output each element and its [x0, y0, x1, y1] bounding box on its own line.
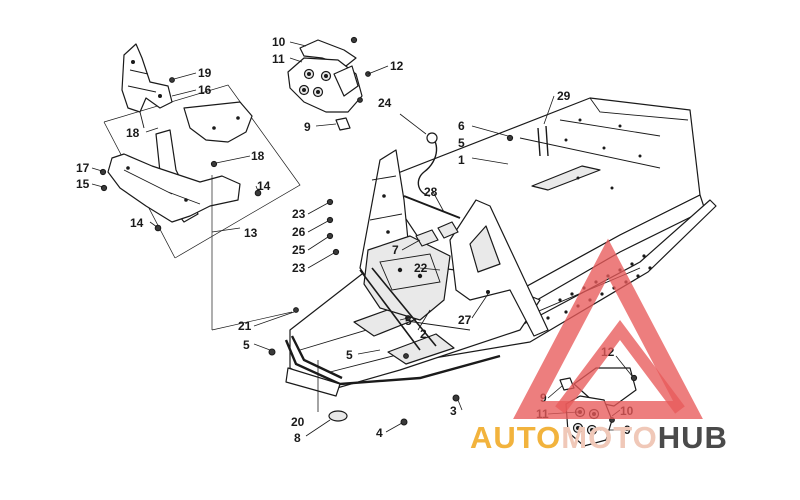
spindle-tower: [449, 199, 549, 337]
callout-14: 14: [257, 179, 271, 193]
lower-bracket-rail: [107, 153, 241, 223]
watermark-text-hub: HUB: [658, 420, 728, 455]
leader-lines: [91, 41, 633, 437]
callout-5: 5: [458, 136, 465, 150]
front-lower-plate: [285, 367, 341, 397]
callout-24: 24: [378, 96, 392, 110]
watermark-text: AUTOMOTOHUB: [470, 420, 728, 455]
callout-9: 9: [624, 423, 631, 437]
callout-13: 13: [244, 226, 258, 240]
callout-21: 21: [238, 319, 252, 333]
callout-5: 5: [243, 338, 250, 352]
callout-27: 27: [458, 313, 472, 327]
callout-8: 8: [294, 431, 301, 445]
callout-18: 18: [251, 149, 265, 163]
callout-16: 16: [198, 83, 212, 97]
callout-29: 29: [557, 89, 571, 103]
watermark-text-moto: MOTO: [561, 420, 657, 455]
callout-23: 23: [292, 261, 306, 275]
front-bracket-assembly: [99, 43, 301, 259]
callout-19: 19: [198, 66, 212, 80]
callout-7: 7: [392, 243, 399, 257]
callout-4: 4: [376, 426, 383, 440]
mid-bracket-plate: [183, 101, 253, 143]
callout-23: 23: [292, 207, 306, 221]
callout-5: 5: [405, 314, 412, 328]
callout-20: 20: [291, 415, 305, 429]
callout-3: 3: [450, 404, 457, 418]
mount-bracket-top: [299, 39, 357, 67]
callout-15: 15: [76, 177, 90, 191]
callout-18: 18: [126, 126, 140, 140]
callout-14: 14: [130, 216, 144, 230]
callout-12: 12: [390, 59, 404, 73]
upper-bracket-plate: [121, 43, 173, 113]
callout-28: 28: [424, 185, 438, 199]
callout-9: 9: [304, 120, 311, 134]
watermark-text-auto: AUTO: [470, 420, 561, 455]
callout-22: 22: [414, 261, 428, 275]
callout-6: 6: [458, 119, 465, 133]
callout-1: 1: [458, 153, 465, 167]
watermark: AUTOMOTOHUB: [470, 238, 728, 455]
top-mount-assembly: [287, 36, 371, 131]
main-frame: [268, 97, 717, 426]
callout-17: 17: [76, 161, 90, 175]
callout-2: 2: [420, 327, 427, 341]
callout-26: 26: [292, 225, 306, 239]
callout-25: 25: [292, 243, 306, 257]
bulkhead-plate: [363, 235, 451, 321]
drain-plug: [328, 410, 348, 422]
callout-5: 5: [346, 348, 353, 362]
watermark-triangle-logo: [513, 238, 703, 419]
callout-10: 10: [272, 35, 286, 49]
callout-11: 11: [272, 52, 285, 66]
